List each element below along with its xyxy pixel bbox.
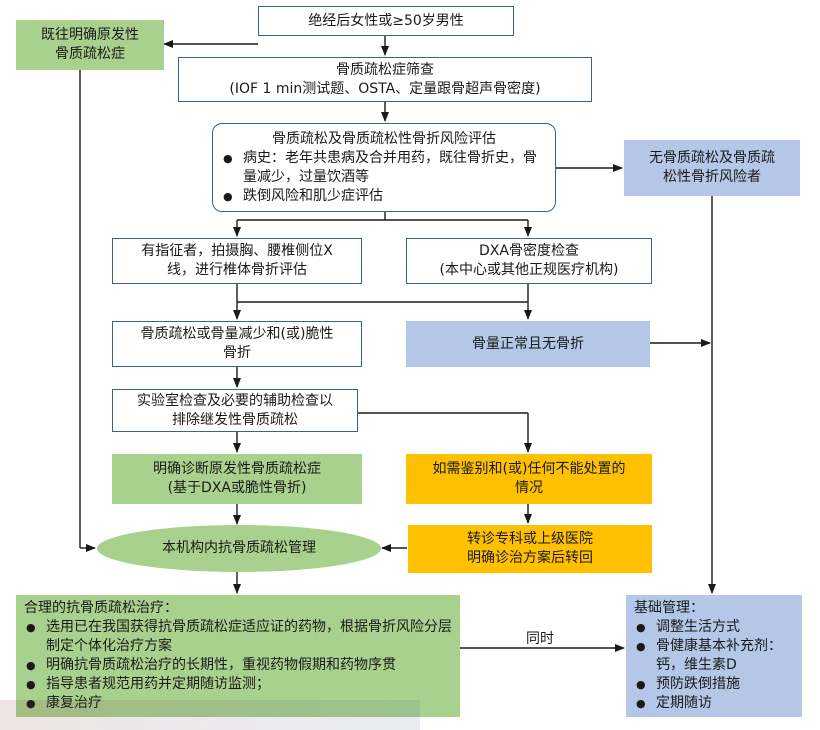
- basic-management-node: 基础管理： 调整生活方式 骨健康基本补充剂：钙，维生素D 预防跌倒措施 定期随访: [626, 595, 802, 717]
- treatment-item-guidance: 指导患者规范用药并定期随访监测；: [24, 675, 452, 694]
- xray-node: 有指征者，拍摄胸、腰椎侧位X 线，进行椎体骨折评估: [112, 238, 362, 284]
- treatment-item-rehab: 康复治疗: [24, 694, 452, 713]
- basic-item-supplements: 骨健康基本补充剂：钙，维生素D: [634, 637, 794, 675]
- no-risk-node: 无骨质疏松及骨质疏 松性骨折风险者: [624, 140, 800, 196]
- previously-diagnosed-node: 既往明确原发性 骨质疏松症: [16, 20, 164, 70]
- simultaneous-label: 同时: [526, 631, 554, 647]
- basic-item-fall-prevention: 预防跌倒措施: [634, 675, 794, 694]
- treatment-node: 合理的抗骨质疏松治疗： 选用已在我国获得抗骨质疏松症适应证的药物，根据骨折风险分…: [16, 595, 460, 717]
- screening-node: 骨质疏松症筛查 (IOF 1 min测试题、OSTA、定量跟骨超声骨密度): [178, 57, 592, 102]
- osteoporosis-result-node: 骨质疏松或骨量减少和(或)脆性 骨折: [112, 321, 362, 367]
- risk-item-falls: 跌倒风险和肌少症评估: [221, 187, 547, 206]
- treatment-item-long-term: 明确抗骨质疏松治疗的长期性，重视药物假期和药物序贯: [24, 656, 452, 675]
- referral-need-node: 如需鉴别和(或)任何不能处置的 情况: [406, 454, 652, 504]
- basic-item-lifestyle: 调整生活方式: [634, 618, 794, 637]
- basic-item-follow-up: 定期随访: [634, 694, 794, 713]
- treatment-list: 选用已在我国获得抗骨质疏松症适应证的药物，根据骨折风险分层制定个体化治疗方案 明…: [24, 618, 452, 713]
- start-node: 绝经后女性或≥50岁男性: [258, 6, 514, 36]
- in-house-management-node: 本机构内抗骨质疏松管理: [97, 525, 381, 572]
- basic-management-list: 调整生活方式 骨健康基本补充剂：钙，维生素D 预防跌倒措施 定期随访: [634, 618, 794, 713]
- treatment-item-drugs: 选用已在我国获得抗骨质疏松症适应证的药物，根据骨折风险分层制定个体化治疗方案: [24, 618, 452, 656]
- risk-assessment-node: 骨质疏松及骨质疏松性骨折风险评估 病史：老年共患病及合并用药，既往骨折史，骨量减…: [212, 123, 556, 212]
- confirm-diagnosis-node: 明确诊断原发性骨质疏松症 (基于DXA或脆性骨折): [112, 454, 362, 504]
- dxa-node: DXA骨密度检查 (本中心或其他正规医疗机构): [406, 238, 652, 284]
- normal-bone-node: 骨量正常且无骨折: [406, 321, 650, 367]
- risk-item-history: 病史：老年共患病及合并用药，既往骨折史，骨量减少，过量饮酒等: [221, 149, 547, 187]
- risk-assessment-list: 病史：老年共患病及合并用药，既往骨折史，骨量减少，过量饮酒等 跌倒风险和肌少症评…: [221, 149, 547, 206]
- lab-test-node: 实验室检查及必要的辅助检查以 排除继发性骨质疏松: [112, 389, 358, 432]
- watermark-logo: [0, 700, 420, 730]
- transfer-node: 转诊专科或上级医院 明确诊治方案后转回: [408, 525, 652, 573]
